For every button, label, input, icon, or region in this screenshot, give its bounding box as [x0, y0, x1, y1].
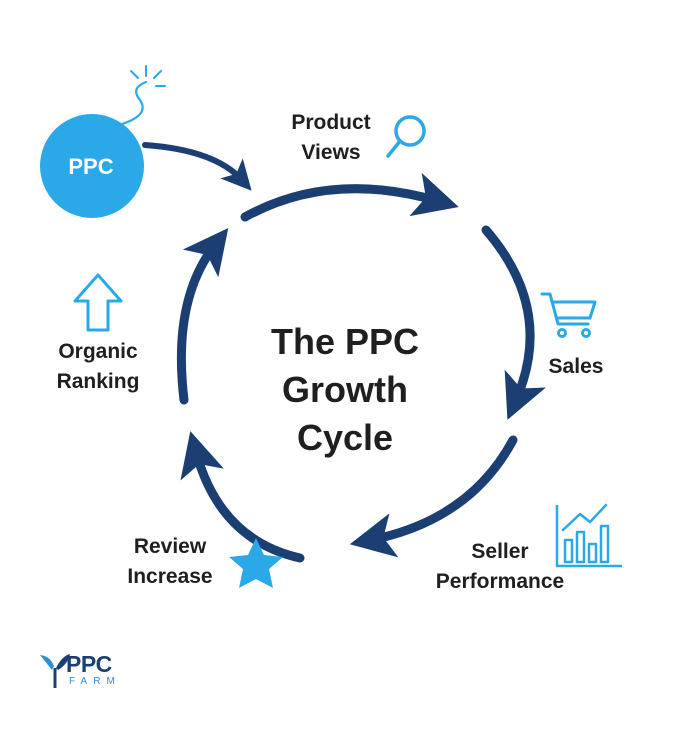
- seller-performance-line-1: Seller: [471, 540, 529, 563]
- center-title-line-2: Growth: [282, 369, 408, 410]
- ppc-farm-logo: PPC FARM: [40, 652, 140, 692]
- cycle-arrow-to-product-views: [240, 172, 459, 222]
- logo-word-ppc: PPC: [66, 651, 112, 677]
- cycle-arrow-to-sales: [481, 225, 546, 420]
- center-title-line-1: The PPC: [270, 321, 420, 362]
- stage-label-product-views: Product Views: [276, 108, 386, 168]
- logo-leaf-icon: [40, 654, 70, 688]
- up-arrow-icon: [73, 273, 123, 332]
- cycle-arrow-to-review-increase: [180, 431, 305, 563]
- product-views-line-1: Product: [291, 111, 371, 134]
- shopping-cart-icon: [540, 292, 597, 338]
- organic-ranking-line-2: Ranking: [56, 370, 140, 393]
- star-icon: [229, 538, 283, 588]
- sales-label: Sales: [548, 355, 604, 378]
- center-title: The PPC Growth Cycle: [230, 318, 460, 462]
- ppc-bubble-label: PPC: [68, 154, 114, 179]
- magnifier-icon: [386, 115, 426, 158]
- stage-label-sales: Sales: [536, 352, 616, 382]
- bubble-arrow: [142, 142, 252, 191]
- organic-ranking-line-1: Organic: [58, 340, 138, 363]
- cycle-arrow-to-seller-performance: [349, 435, 518, 558]
- center-title-line-3: Cycle: [296, 417, 394, 458]
- cycle-arrow-to-organic-ranking: [176, 227, 229, 405]
- bar-chart-icon: [555, 503, 622, 568]
- seller-performance-line-2: Performance: [435, 570, 565, 593]
- bubble-fuse: [120, 80, 148, 126]
- fuse-spark-icon: [130, 65, 166, 87]
- stage-label-review-increase: Review Increase: [110, 532, 230, 592]
- review-increase-line-2: Increase: [127, 565, 213, 588]
- ppc-bubble: [40, 114, 144, 218]
- stage-label-seller-performance: Seller Performance: [420, 537, 580, 597]
- stage-label-organic-ranking: Organic Ranking: [38, 337, 158, 397]
- logo-word-farm: FARM: [69, 676, 121, 687]
- product-views-line-2: Views: [301, 141, 361, 164]
- review-increase-line-1: Review: [133, 535, 207, 558]
